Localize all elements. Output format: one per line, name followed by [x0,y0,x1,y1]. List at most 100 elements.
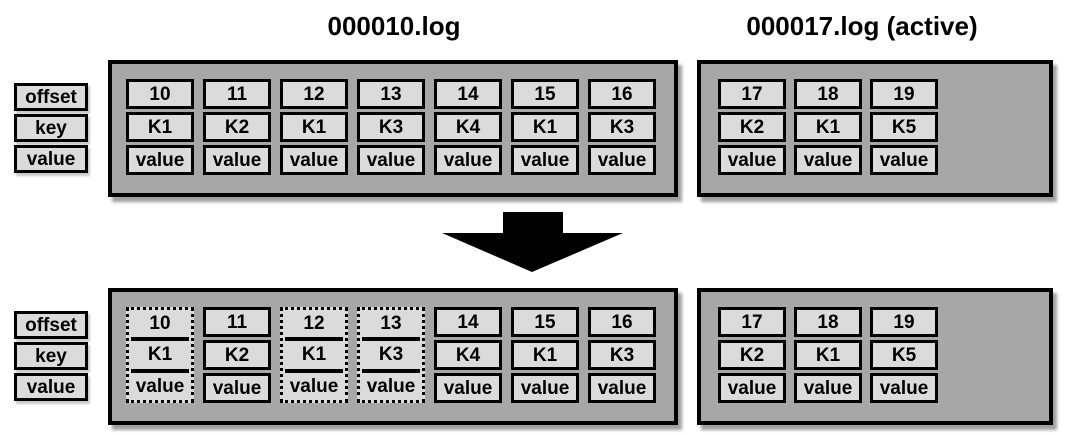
record-offset-cell: 13 [380,313,402,335]
record-value-cell: value [280,145,348,175]
record-offset-cell: 14 [434,79,502,109]
record-value-cell: value [870,373,938,403]
record-cell-separator [285,337,343,342]
record-cell-separator [362,337,420,342]
record-value-cell: value [511,373,579,403]
record-cell-separator [285,368,343,373]
record-offset-cell: 13 [357,79,425,109]
record-key-cell: K2 [203,112,271,142]
record-key-cell: K1 [301,344,327,366]
record-offset-cell: 11 [203,79,271,109]
record-key-cell: K1 [147,344,173,366]
record-offset-cell: 18 [794,307,862,337]
record-key-cell: K5 [870,112,938,142]
record-cell-separator [131,368,189,373]
active-file-title: 000017.log (active) [746,11,978,41]
record-key-cell: K5 [870,340,938,370]
record-cell-separator [362,368,420,373]
record-key-cell: K4 [434,340,502,370]
record-key-cell: K1 [280,112,348,142]
record-value-cell: value [434,145,502,175]
record-key-cell: K3 [378,344,404,366]
record-offset-cell: 14 [434,307,502,337]
record-offset-cell: 12 [280,79,348,109]
record-offset-cell: 19 [870,79,938,109]
record-offset-cell: 10 [126,79,194,109]
record-value-cell: value [718,373,786,403]
record-key-cell: K1 [511,112,579,142]
record-key-cell: K3 [588,340,656,370]
record-cell-separator [131,337,189,342]
record-offset-cell: 17 [718,307,786,337]
record-offset-cell: 18 [794,79,862,109]
record-value-cell: value [135,375,185,397]
record-key-cell: K1 [794,340,862,370]
record-key-cell: K2 [203,340,271,370]
record-key-cell: K3 [588,112,656,142]
down-arrow-icon [442,212,623,272]
legend-offset-cell: offset [14,83,88,111]
record-value-cell: value [794,145,862,175]
record-offset-cell: 19 [870,307,938,337]
record-value-cell: value [434,373,502,403]
record-offset-cell: 15 [511,79,579,109]
record-legend-before: offset key value [14,83,88,173]
record-value-cell: value [366,375,416,397]
record-offset-cell: 17 [718,79,786,109]
record-key-cell: K3 [357,112,425,142]
record-key-cell: K1 [126,112,194,142]
record-value-cell: value [511,145,579,175]
record-value-cell: value [289,375,339,397]
record-legend-after: offset key value [14,311,88,401]
record-value-cell: value [718,145,786,175]
record-value-cell: value [588,373,656,403]
record-key-cell: K2 [718,340,786,370]
record-value-cell: value [870,145,938,175]
segment-file-title: 000010.log [327,11,461,41]
record-key-cell: K4 [434,112,502,142]
record-key-cell: K1 [794,112,862,142]
legend-offset-cell: offset [14,311,88,339]
legend-value-cell: value [14,373,88,401]
record-value-cell: value [203,145,271,175]
record-value-cell: value [357,145,425,175]
record-value-cell: value [588,145,656,175]
record-value-cell: value [794,373,862,403]
record-offset-cell: 12 [303,313,325,335]
record-key-cell: K2 [718,112,786,142]
legend-key-cell: key [14,114,88,142]
record-offset-cell: 16 [588,307,656,337]
record-value-cell: value [126,145,194,175]
record-offset-cell: 11 [203,307,271,337]
record-offset-cell: 15 [511,307,579,337]
record-key-cell: K1 [511,340,579,370]
legend-key-cell: key [14,342,88,370]
legend-value-cell: value [14,145,88,173]
record-value-cell: value [203,373,271,403]
record-offset-cell: 10 [149,313,171,335]
